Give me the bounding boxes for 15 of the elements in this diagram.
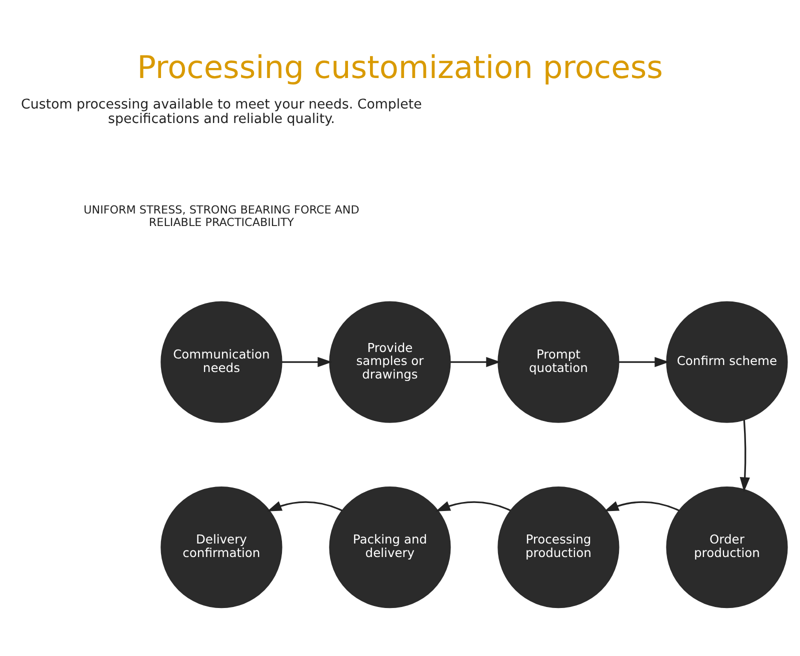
label: UNIFORM STRESS, STRONG BEARING FORCE AND RELIABLE PRACTICABILITY: [84, 204, 360, 229]
arrow: [619, 356, 670, 368]
node-circle: Prompt quotation: [498, 301, 620, 423]
diagram-title: Processing customization process: [137, 50, 663, 86]
arrow: [450, 356, 501, 368]
arrow: [267, 501, 342, 512]
arrow: [436, 501, 511, 512]
label: Custom processing available to meet your needs. Complete specifications and reliable quality.: [21, 97, 422, 127]
node-circle: Provide samples or drawings: [329, 301, 451, 423]
arrow: [282, 356, 332, 368]
arrow: [604, 501, 680, 512]
node-circle: Communication needs: [160, 301, 282, 423]
node-circle: Confirm scheme: [666, 301, 788, 423]
node-circle: Order production: [666, 486, 788, 608]
arrow: [740, 420, 750, 492]
